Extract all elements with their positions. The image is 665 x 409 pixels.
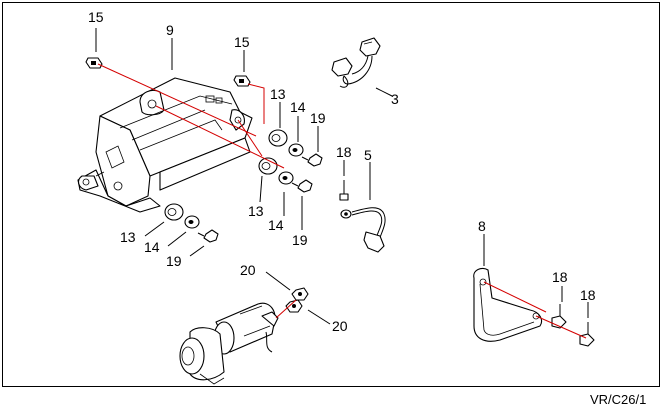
callout-13-middle: 13 xyxy=(248,203,264,219)
grommet-part-13-lower xyxy=(164,203,184,221)
drawing-reference-code: VR/C26/1 xyxy=(590,392,646,407)
clip-part-15-left xyxy=(85,57,103,69)
leader-lines xyxy=(95,28,589,325)
harness-part-3 xyxy=(331,37,381,88)
callout-19-lower: 19 xyxy=(166,253,182,269)
bolt-part-19-middle xyxy=(291,179,313,193)
assembly-lines xyxy=(97,63,587,339)
cable-part-5 xyxy=(340,207,386,253)
washer-part-14-lower xyxy=(184,215,200,229)
housing-bracket-part-9 xyxy=(77,77,253,213)
starter-motor xyxy=(179,302,279,385)
grommet-part-13-upper xyxy=(268,129,288,147)
bolt-part-19-lower xyxy=(197,229,219,243)
callout-13-upper: 13 xyxy=(270,86,286,102)
callout-18-bracket-b: 18 xyxy=(580,287,596,303)
callout-14-lower: 14 xyxy=(144,239,160,255)
nut-part-20-lower xyxy=(285,299,303,313)
callout-19-upper: 19 xyxy=(310,110,326,126)
screw-part-18-upper xyxy=(339,180,349,201)
clip-part-15-right xyxy=(233,75,251,87)
callout-8: 8 xyxy=(478,218,486,234)
diagram-frame xyxy=(2,2,660,387)
bracket-part-8 xyxy=(473,267,543,342)
callout-5: 5 xyxy=(364,147,372,163)
callout-18-upper: 18 xyxy=(336,144,352,160)
callout-20-upper: 20 xyxy=(240,262,256,278)
washer-part-14-middle xyxy=(278,171,294,185)
callout-9: 9 xyxy=(166,22,174,38)
callout-19-middle: 19 xyxy=(292,232,308,248)
screw-part-18-bracket-b xyxy=(579,322,595,347)
callout-3: 3 xyxy=(391,91,399,107)
callout-20-lower: 20 xyxy=(332,318,348,334)
nut-part-20-upper xyxy=(291,287,309,301)
washer-part-14-upper xyxy=(288,143,304,157)
bolt-part-19-upper xyxy=(301,153,323,167)
callout-14-middle: 14 xyxy=(268,217,284,233)
callout-14-upper: 14 xyxy=(290,99,306,115)
callout-18-bracket-a: 18 xyxy=(552,269,568,285)
callout-15-left: 15 xyxy=(88,9,104,25)
callout-13-lower: 13 xyxy=(120,229,136,245)
callout-15-right: 15 xyxy=(234,34,250,50)
